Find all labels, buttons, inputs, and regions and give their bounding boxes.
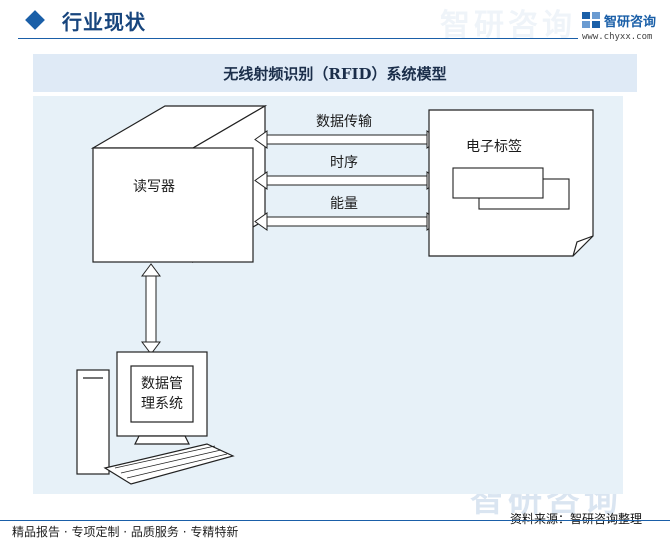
header-divider	[18, 38, 578, 39]
section-title: 行业现状	[62, 10, 146, 34]
link-energy-label: 能量	[330, 196, 358, 212]
tag-chip-front	[452, 167, 544, 199]
figure-title-band: 无线射频识别（RFID）系统模型	[33, 54, 637, 92]
source-note: 资料来源：智研咨询整理	[510, 512, 643, 526]
reader-db-arrow	[141, 263, 161, 355]
rfid-diagram: 读写器 数据传输 时序 能量 电子标签	[76, 104, 594, 485]
diamond-icon	[25, 10, 45, 30]
footer-divider	[0, 520, 670, 521]
tag-card-fold	[572, 235, 594, 257]
pc-stand	[134, 435, 190, 445]
tag-label: 电子标签	[466, 138, 522, 155]
figure-title: 无线射频识别（RFID）系统模型	[223, 65, 447, 83]
link-data-arrow	[254, 130, 440, 149]
logo-url: www.chyxx.com	[582, 32, 653, 42]
link-data-label: 数据传输	[316, 114, 372, 130]
reader-cube	[90, 104, 268, 264]
pc-tower	[76, 369, 110, 475]
logo-name: 智研咨询	[604, 15, 657, 30]
pc-screen	[130, 365, 194, 423]
computer-icon	[76, 351, 235, 485]
dbms-label-line2: 理系统	[141, 396, 183, 412]
link-timing-arrow	[254, 171, 440, 190]
diagram-area: 读写器 数据传输 时序 能量 电子标签	[33, 96, 623, 494]
brand-logo: 智研咨询 www.chyxx.com	[582, 10, 662, 44]
dbms-label-line1: 数据管	[141, 376, 183, 392]
link-timing-label: 时序	[330, 155, 358, 171]
footer-slogan: 精品报告 · 专项定制 · 品质服务 · 专精特新	[12, 525, 239, 539]
logo-icon	[582, 12, 600, 28]
reader-label: 读写器	[133, 178, 175, 195]
header: 行业现状 智研咨询 www.chyxx.com	[0, 0, 670, 44]
reader-cube-front	[92, 147, 254, 263]
pc-keyboard	[103, 443, 235, 485]
link-energy-arrow	[254, 212, 440, 231]
